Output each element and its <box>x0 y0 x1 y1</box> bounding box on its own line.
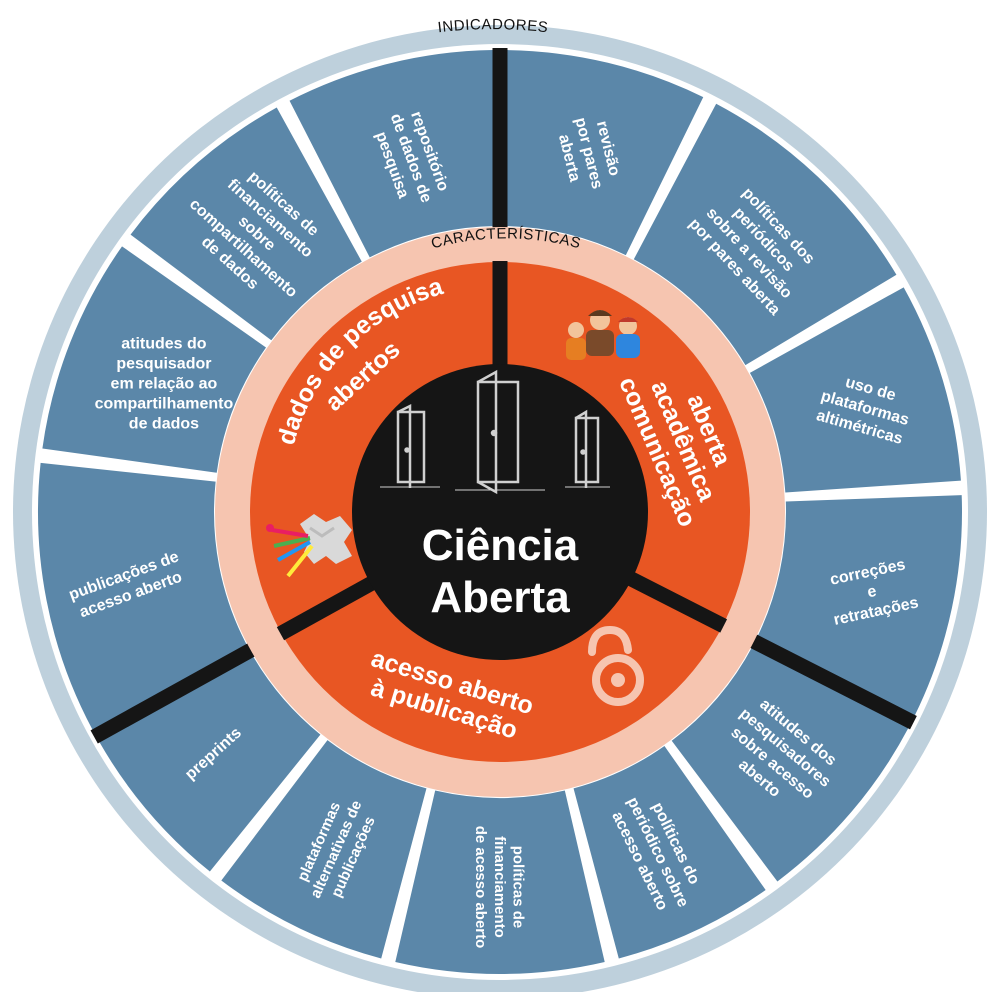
indicator-sector <box>42 246 267 473</box>
indicator-sector <box>38 462 248 730</box>
center-circle <box>352 364 648 660</box>
indicator-sector <box>130 107 362 341</box>
indicator-label: atitudes do pesquisador em relação ao compa… <box>95 336 234 433</box>
open-access-lock-icon <box>588 625 644 706</box>
indicator-sector <box>573 745 766 959</box>
indicator-sector <box>289 50 496 258</box>
indicator-sector <box>504 50 704 256</box>
indicator-sector <box>749 287 961 493</box>
indicator-label-line: políticas de <box>510 846 527 929</box>
indicator-label-line: compartilhamento <box>95 396 234 413</box>
dimension-divider-outer <box>749 634 917 730</box>
center-title-line-2: Aberta <box>430 573 570 622</box>
indicator-label-line: e <box>866 583 878 601</box>
indicator-dividers <box>90 48 917 744</box>
dimension-divider-inner <box>276 576 376 641</box>
researchers-icon <box>566 310 640 360</box>
dimension-divider-outer <box>90 643 256 744</box>
indicator-label-line: pesquisador <box>116 356 211 373</box>
indicator-sector <box>671 645 909 882</box>
data-sharing-icon <box>266 514 352 578</box>
indicator-sector <box>633 103 897 366</box>
outer-ring-title: INDICADORES <box>437 16 549 36</box>
center-title-line-1: Ciência <box>422 521 579 570</box>
indicator-sector <box>395 790 605 975</box>
indicator-label: políticas definanciamentode acesso abert… <box>472 826 527 949</box>
indicator-sector <box>221 740 427 959</box>
indicator-sectors <box>38 50 962 975</box>
indicator-label-line: financiamento <box>491 836 508 938</box>
indicator-sector <box>99 654 321 872</box>
indicator-sector <box>756 495 962 716</box>
indicator-label-line: de dados <box>129 416 199 433</box>
indicator-label-line: em relação ao <box>111 376 218 393</box>
dimension-divider-inner <box>626 571 728 633</box>
indicator-label-line: atitudes do <box>121 336 207 353</box>
indicator-label-line: de acesso aberto <box>472 826 489 949</box>
open-doors-icon <box>380 369 610 495</box>
indicator-label: uso deplataformasaltimétricas <box>814 368 917 448</box>
dimension-dividers <box>276 261 728 641</box>
